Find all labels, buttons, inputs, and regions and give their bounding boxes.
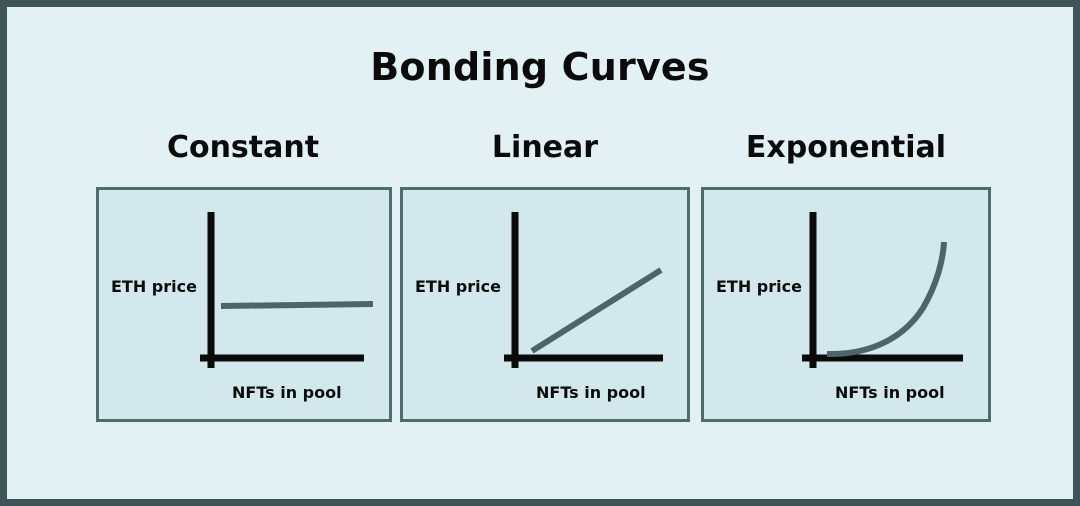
y-axis-label-linear: ETH price (415, 277, 501, 296)
curve-linear (530, 267, 663, 354)
panel-heading-constant: Constant (166, 130, 320, 165)
x-axis-label-linear: NFTs in pool (536, 383, 646, 402)
curve-constant (220, 301, 374, 309)
curve-exponential (826, 241, 947, 358)
y-axis-label-exponential: ETH price (716, 277, 802, 296)
page-title: Bonding Curves (370, 45, 710, 89)
panel-heading-exponential: Exponential (745, 130, 947, 165)
panel-heading-linear: Linear (491, 130, 599, 165)
plot-area-constant (200, 212, 374, 368)
panel-plot-box-exponential: ETH price NFTs in pool (701, 187, 991, 422)
plot-area-linear (504, 212, 663, 368)
figure-canvas: Bonding Curves Constant ETH price NFTs i… (7, 7, 1073, 499)
panel-plot-box-constant: ETH price NFTs in pool (96, 187, 392, 422)
plot-area-exponential (802, 212, 963, 368)
x-axis-label-constant: NFTs in pool (232, 383, 342, 402)
y-axis-label-constant: ETH price (111, 277, 197, 296)
panel-plot-box-linear: ETH price NFTs in pool (400, 187, 690, 422)
x-axis-label-exponential: NFTs in pool (835, 383, 945, 402)
